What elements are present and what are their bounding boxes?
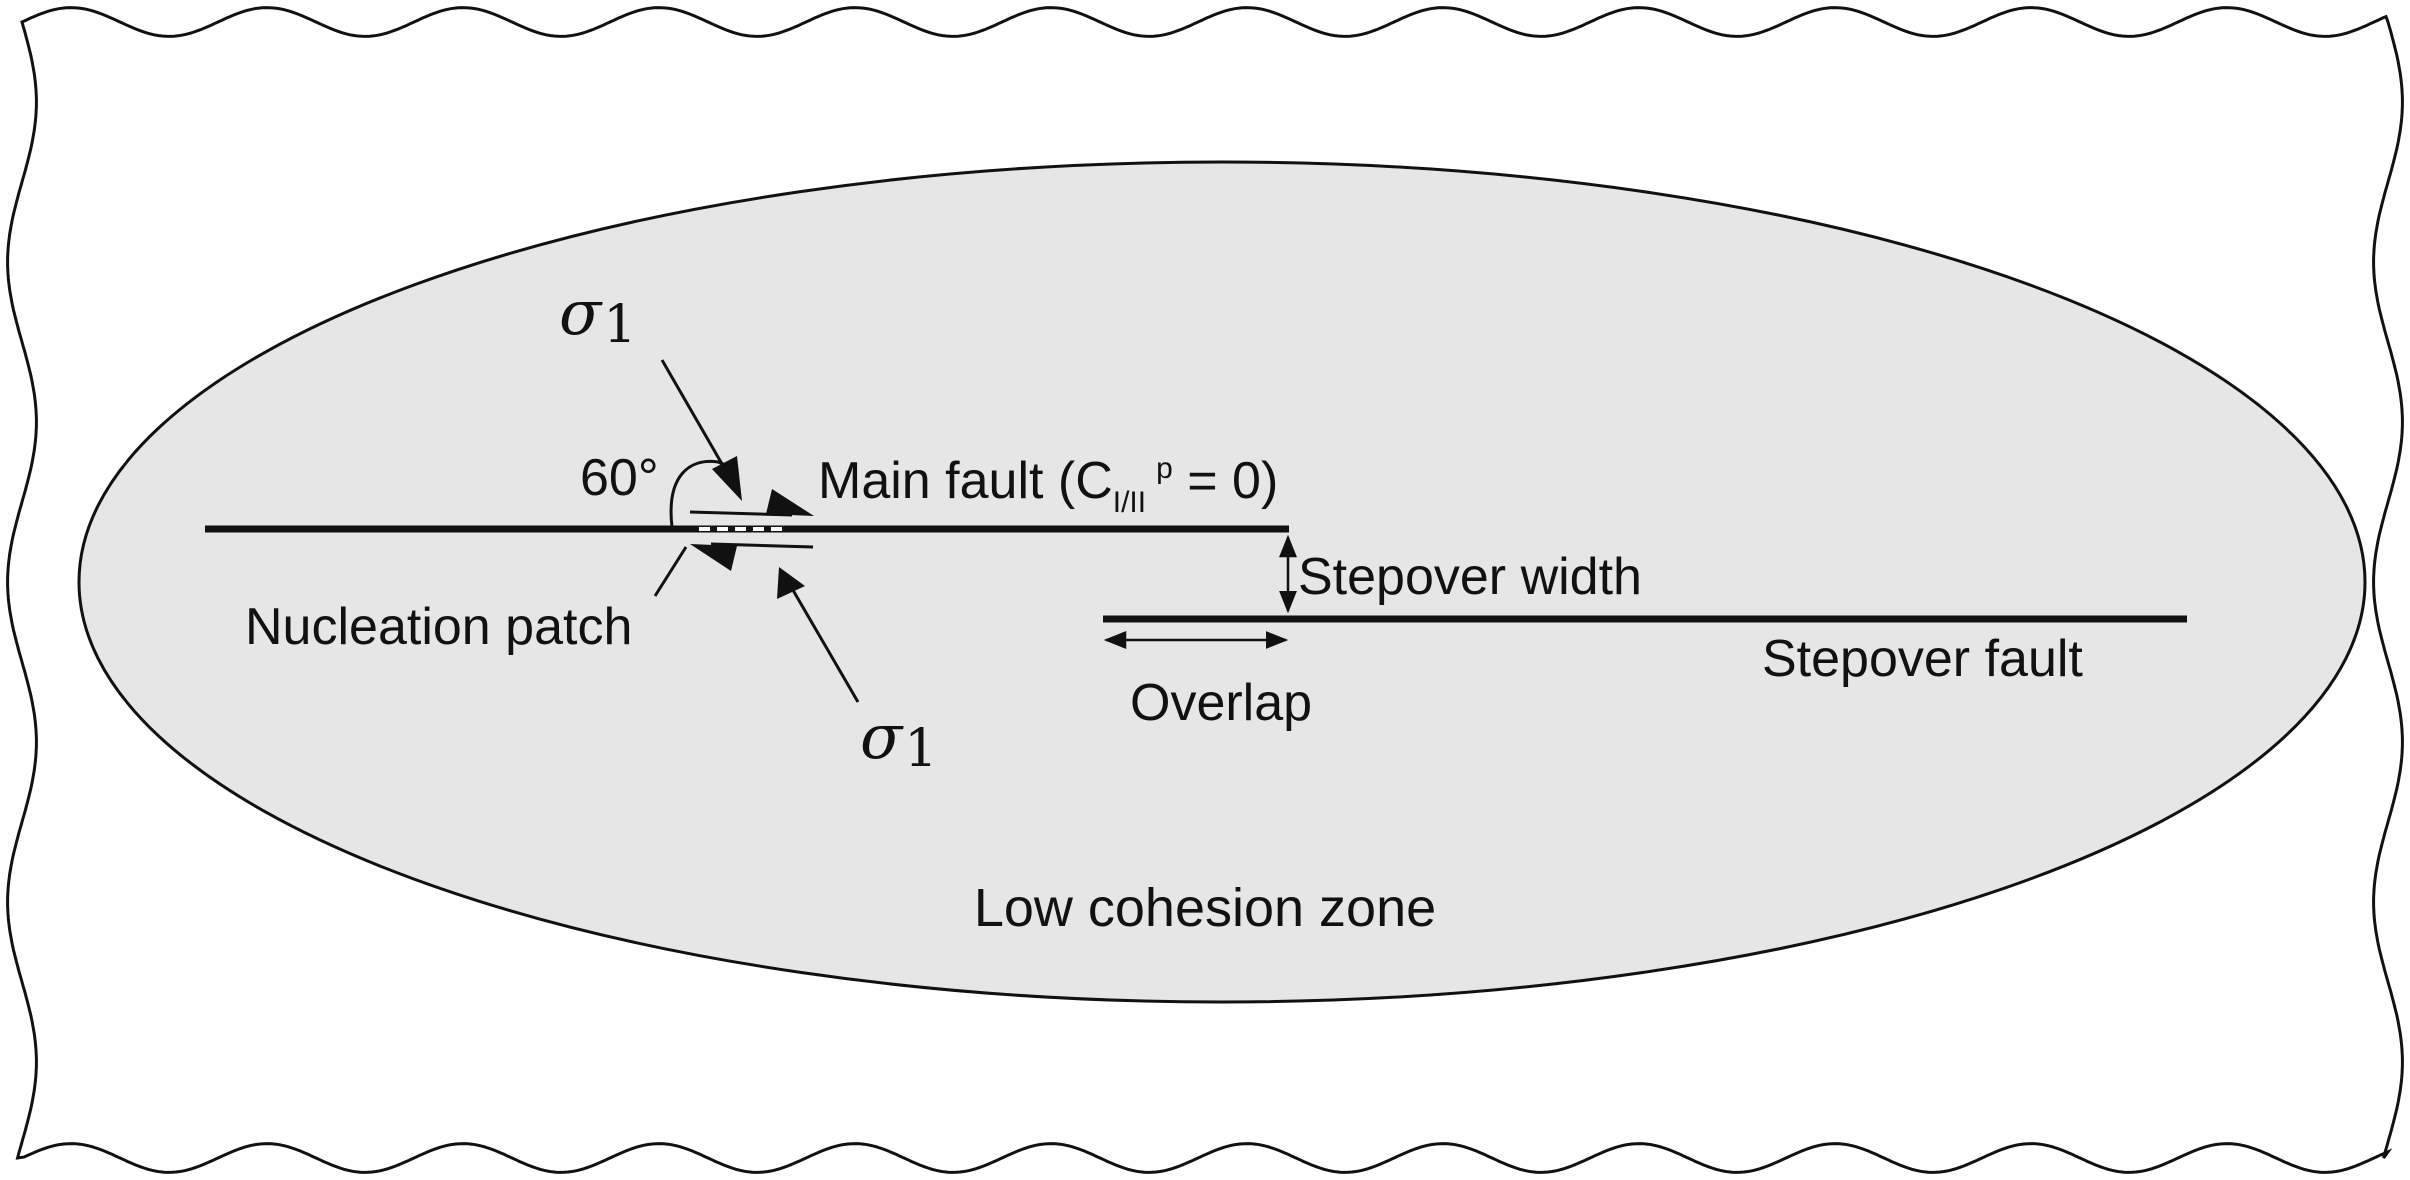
angle-label: 60° [580,449,659,507]
stepover-width-label: Stepover width [1298,548,1642,606]
low-cohesion-zone-ellipse [77,160,2367,1004]
angle-60-arc [669,459,739,528]
shear-sense-lower-arrow [690,542,814,571]
main-fault-label: Main fault (CI/IIp = 0) [818,452,1278,519]
overlap-label: Overlap [1130,674,1312,732]
stepover-fault-label: Stepover fault [1762,630,2083,688]
nucleation-patch-leader [653,546,688,597]
sigma1-lower-label: σ1 [860,700,937,779]
sigma1-upper-label: σ1 [559,276,636,355]
nucleation-patch-label: Nucleation patch [245,598,632,656]
low-cohesion-zone-label: Low cohesion zone [974,878,1436,938]
shear-sense-upper-arrow [689,489,814,517]
sigma1-lower-arrow [777,567,860,703]
